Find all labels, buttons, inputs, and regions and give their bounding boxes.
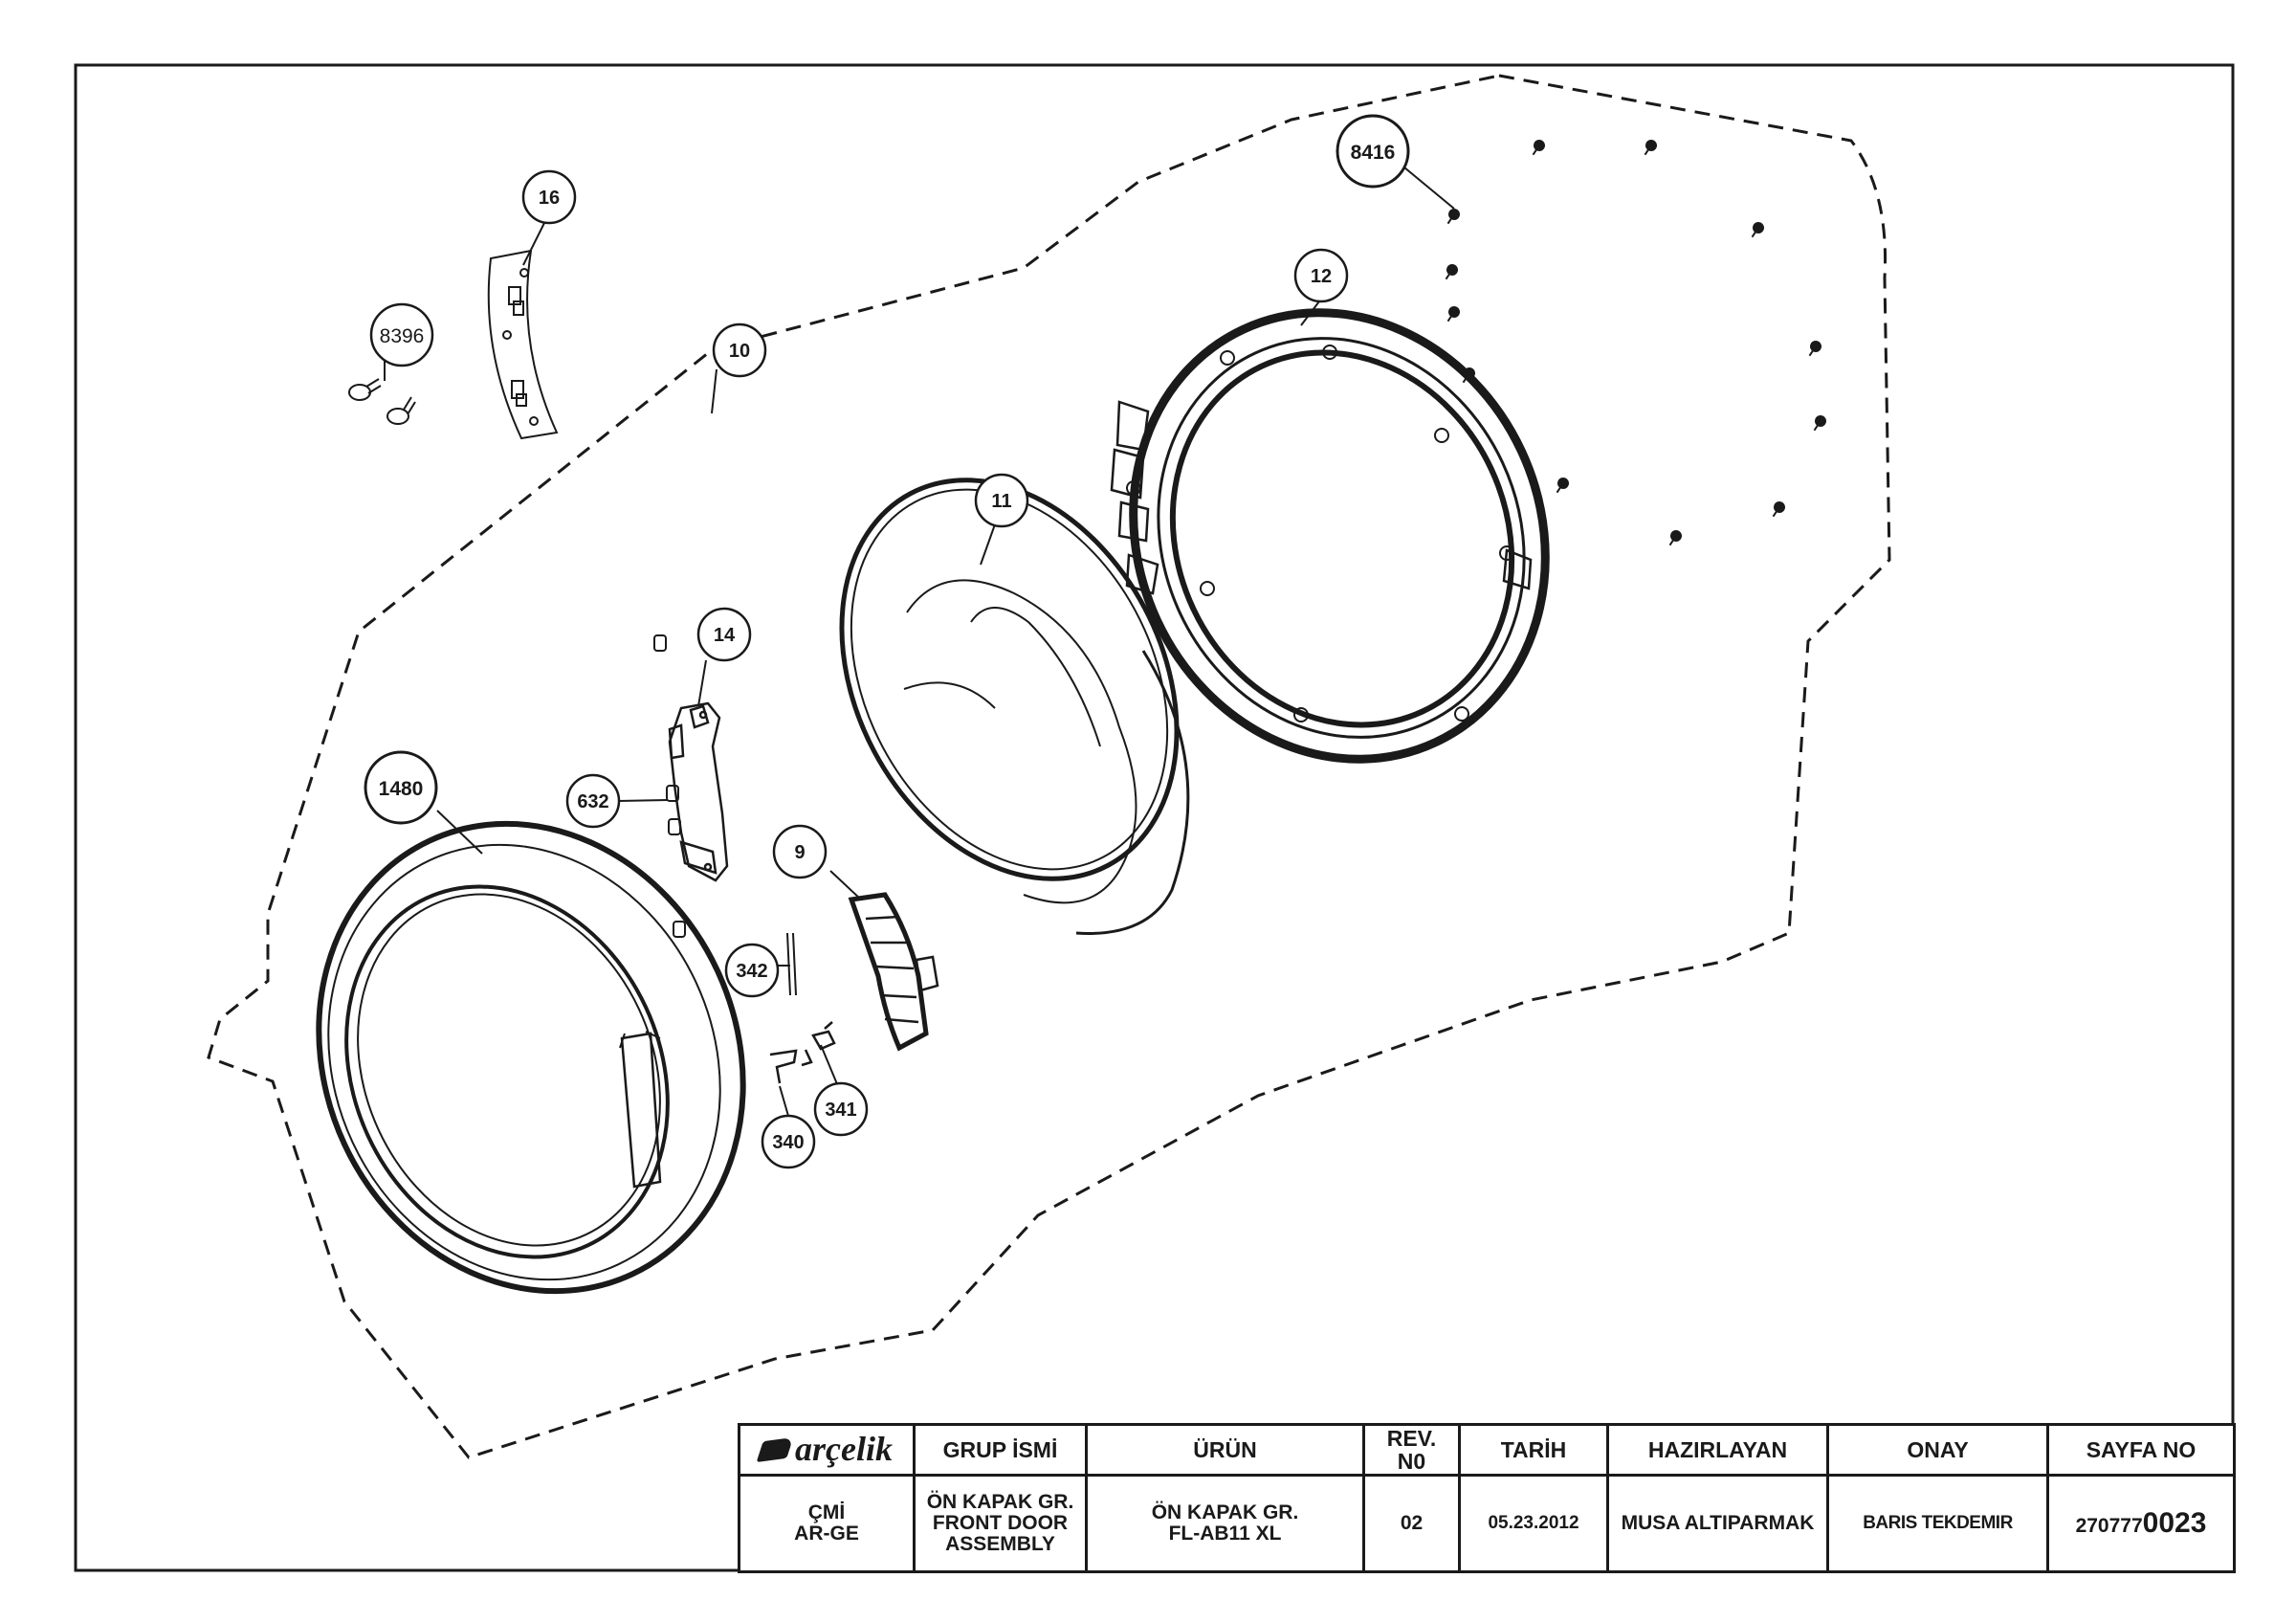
header-rev-no: REV. N0 bbox=[1362, 1423, 1461, 1477]
onay-value: BARIS TEKDEMIR bbox=[1826, 1474, 2049, 1573]
callout-632: 632 bbox=[565, 773, 621, 829]
callout-label: 340 bbox=[772, 1132, 804, 1153]
door-hinge bbox=[668, 701, 729, 882]
callout-label: 8416 bbox=[1351, 142, 1396, 164]
hinge-screws bbox=[348, 378, 416, 425]
callout-10: 10 bbox=[712, 322, 767, 378]
hinge-plate bbox=[487, 249, 559, 440]
callout-1480: 1480 bbox=[364, 750, 438, 825]
arcelik-logo-icon bbox=[756, 1437, 794, 1462]
header-onay: ONAY bbox=[1826, 1423, 2049, 1477]
sayfa-no-value: 2707770023 bbox=[2046, 1474, 2236, 1573]
callout-label: 10 bbox=[729, 341, 750, 362]
outer-door-frame bbox=[316, 820, 746, 1295]
callout-14: 14 bbox=[696, 607, 752, 662]
callout-label: 14 bbox=[714, 625, 736, 646]
header-sayfa-no: SAYFA NO bbox=[2046, 1423, 2236, 1477]
grup-ismi-value: ÖN KAPAK GR. FRONT DOOR ASSEMBLY bbox=[913, 1474, 1088, 1573]
callout-label: 12 bbox=[1311, 266, 1332, 287]
logo-cell: arçelik bbox=[738, 1423, 916, 1477]
latch-spring bbox=[769, 1049, 813, 1084]
ring-screws bbox=[1445, 140, 1826, 546]
header-grup-ismi: GRUP İSMİ bbox=[913, 1423, 1088, 1477]
callout-341: 341 bbox=[813, 1081, 869, 1137]
callout-label: 11 bbox=[991, 491, 1011, 512]
logo-text: arçelik bbox=[795, 1430, 893, 1469]
rev-no-value: 02 bbox=[1362, 1474, 1461, 1573]
leader-lines bbox=[384, 167, 1455, 1117]
callout-340: 340 bbox=[761, 1114, 816, 1169]
hinge-pin bbox=[786, 932, 797, 996]
hazirlayan-value: MUSA ALTIPARMAK bbox=[1606, 1474, 1829, 1573]
callout-label: 8396 bbox=[380, 325, 425, 347]
hinge-bushings bbox=[653, 634, 686, 938]
callout-8396: 8396 bbox=[369, 302, 434, 367]
callout-label: 9 bbox=[794, 842, 805, 863]
door-handle bbox=[848, 892, 939, 1052]
callout-label: 16 bbox=[539, 188, 560, 209]
callout-label: 342 bbox=[736, 961, 767, 982]
callout-16: 16 bbox=[521, 169, 577, 225]
header-hazirlayan: HAZIRLAYAN bbox=[1606, 1423, 1829, 1477]
callout-11: 11 bbox=[974, 473, 1029, 528]
door-glass bbox=[839, 478, 1190, 935]
callout-8416: 8416 bbox=[1336, 114, 1410, 189]
header-tarih: TARİH bbox=[1458, 1423, 1609, 1477]
latch-catch bbox=[811, 1021, 836, 1051]
callout-9: 9 bbox=[772, 824, 828, 879]
sayfa-no-suffix: 0023 bbox=[2142, 1507, 2207, 1540]
callout-label: 632 bbox=[577, 791, 608, 812]
department-value: ÇMİ AR-GE bbox=[738, 1474, 916, 1573]
callout-342: 342 bbox=[724, 943, 780, 998]
assembly-boundary bbox=[207, 74, 1891, 1459]
header-urun: ÜRÜN bbox=[1085, 1423, 1365, 1477]
callout-label: 1480 bbox=[379, 778, 424, 800]
callout-label: 341 bbox=[825, 1100, 856, 1121]
urun-value: ÖN KAPAK GR. FL-AB11 XL bbox=[1085, 1474, 1365, 1573]
callout-12: 12 bbox=[1293, 248, 1349, 303]
sayfa-no-prefix: 270777 bbox=[2075, 1515, 2143, 1538]
tarih-value: 05.23.2012 bbox=[1458, 1474, 1609, 1573]
inner-door-ring bbox=[1110, 308, 1550, 764]
title-block: arçelik GRUP İSMİ ÜRÜN REV. N0 TARİH HAZ… bbox=[738, 1423, 2236, 1573]
